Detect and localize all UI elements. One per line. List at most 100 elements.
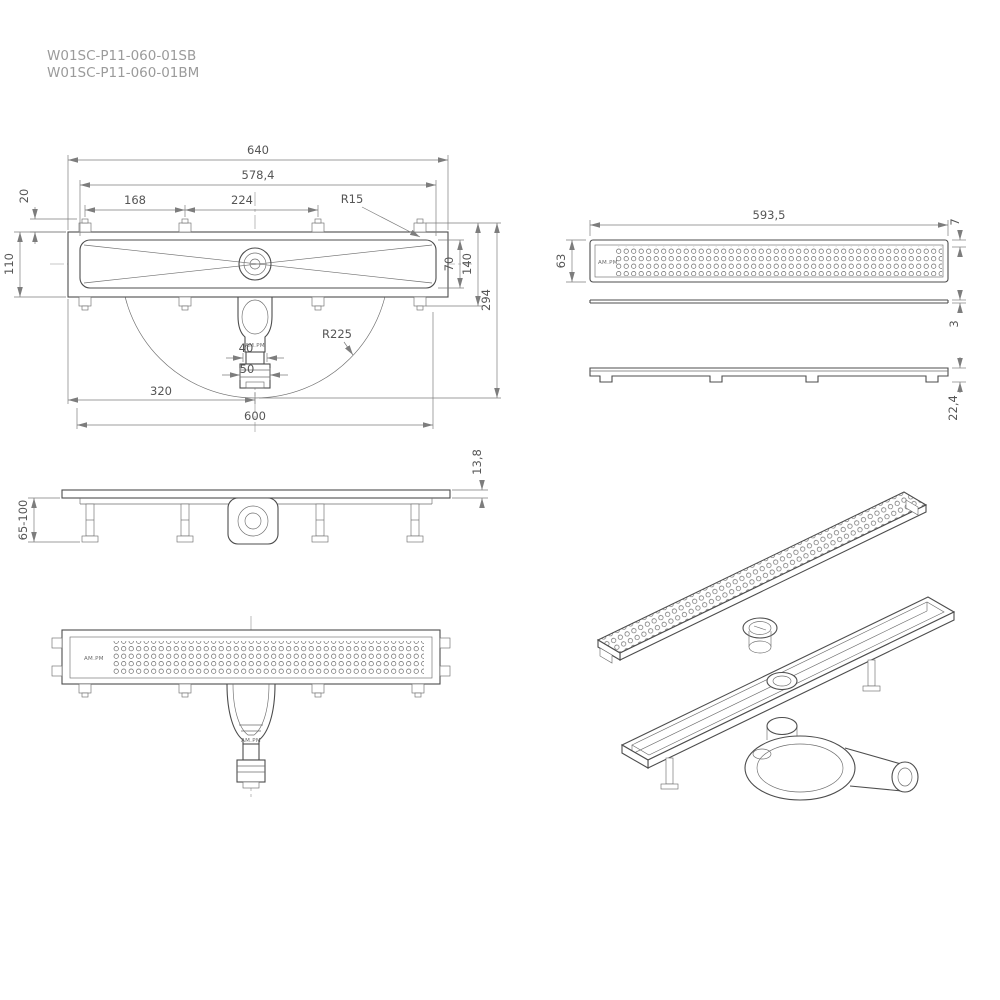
grate-frame-front [69, 636, 433, 679]
channel-opening [79, 239, 437, 289]
dim-593-5: 593,5 [589, 208, 949, 236]
leg-foot [862, 685, 881, 692]
drain-outlet-inner [249, 258, 261, 270]
bottom-clips [78, 683, 425, 698]
view-side: 65-100 13,8 [16, 449, 488, 545]
dim-50: 50 [222, 362, 288, 380]
rim-band [61, 489, 451, 499]
trap-body [744, 735, 856, 801]
trap-screw [752, 748, 772, 760]
mounting-clips-bottom [78, 296, 427, 311]
dim-600: 600 [76, 312, 434, 429]
dim-label-grate-height: 7 [948, 218, 962, 225]
front-trap: AM.PM [226, 683, 276, 789]
iso-drain-cap [742, 617, 778, 654]
view-isometric [596, 491, 956, 801]
channel-body [67, 231, 449, 298]
dim-63: 63 [554, 239, 586, 283]
brand-logo: AM.PM [84, 656, 104, 662]
dim-label-to-center: 320 [150, 384, 172, 398]
clip-tab [416, 305, 424, 311]
tray-end-face [621, 744, 649, 769]
dim-r225: R225 [322, 327, 354, 356]
dim-label-rim-height: 13,8 [470, 449, 484, 475]
diagonal-line [83, 244, 433, 284]
tray-opening [631, 601, 945, 756]
clip [311, 296, 325, 307]
dim-40: 40 [226, 341, 284, 362]
trap-circle-outer [237, 505, 269, 537]
dim-r15: R15 [341, 192, 421, 238]
profile-outline [589, 367, 949, 383]
outlet-flange [891, 761, 919, 793]
product-code-1: W01SC-P11-060-01SB [47, 48, 196, 64]
clip [178, 683, 192, 694]
dim-label-grate-thickness: 3 [947, 320, 961, 327]
dim-label-body-height: 110 [2, 253, 16, 275]
dim-label-corner-radius: R15 [341, 192, 364, 206]
dim-22-4: 22,4 [946, 357, 966, 421]
grate-edge-view [589, 299, 949, 304]
dim-168-224: 168 224 [84, 193, 319, 217]
clip-tab [414, 692, 422, 698]
dim-320: 320 [67, 299, 256, 404]
clip [439, 637, 451, 649]
trap-funnel [237, 296, 273, 353]
clip [178, 222, 192, 233]
dim-label-swivel-radius: R225 [322, 327, 352, 341]
dim-13-8: 13,8 [452, 449, 488, 508]
clip-tab [81, 218, 89, 224]
iso-siphon [744, 716, 919, 801]
clip [413, 296, 427, 307]
trap-bell-inner [232, 683, 270, 736]
outlet-flange-inner [897, 767, 913, 787]
tray-drain-hole-inner [772, 675, 792, 687]
grate-frame [589, 239, 949, 283]
iso-grate [596, 491, 928, 664]
clip-tab [181, 305, 189, 311]
clip [78, 222, 92, 233]
dim-65-100: 65-100 [16, 497, 80, 543]
riser-base [748, 640, 772, 654]
leg-foot [176, 535, 194, 543]
dim-3: 3 [947, 290, 966, 328]
clip-tab [314, 305, 322, 311]
product-code-2: W01SC-P11-060-01BM [47, 65, 199, 81]
dim-640: 640 [67, 143, 449, 230]
leg-foot [81, 535, 99, 543]
leg [176, 503, 194, 543]
leg [81, 503, 99, 543]
dim-label-total: 640 [247, 143, 269, 157]
grate-end-face [597, 639, 621, 661]
dim-label-profile-height: 22,4 [946, 395, 960, 421]
clip-tab [181, 692, 189, 698]
outlet-pipe-bottom [849, 785, 903, 792]
dim-label-support-span: 600 [244, 409, 266, 423]
brand-logo: AM.PM [598, 260, 618, 266]
clip-tab [81, 692, 89, 698]
brand-logo: AM.PM [241, 738, 261, 744]
trap-neck [242, 743, 260, 761]
grate-perforation [112, 641, 424, 674]
leg-foot [660, 783, 679, 790]
view-front: AM.PM AM.PM [51, 616, 451, 800]
tray-drain-hole [766, 671, 798, 691]
clip [78, 683, 92, 694]
clip-tab [416, 218, 424, 224]
grate-end-hook [599, 647, 613, 664]
clip [413, 222, 427, 233]
grate-profile-view [589, 367, 949, 383]
cap-inner [748, 621, 772, 635]
inlet-ring [766, 716, 798, 736]
side-clips [51, 637, 451, 677]
cap-slot [753, 625, 767, 631]
clip [311, 683, 325, 694]
dim-label-clip-left: 168 [124, 193, 146, 207]
dim-label-outer-height: 140 [460, 253, 474, 275]
outlet-tip [245, 381, 265, 389]
trap-cup [241, 299, 269, 335]
outlet-tip [242, 781, 260, 789]
view-plan: AM.PM [2, 143, 501, 432]
plan-trap: AM.PM [237, 296, 273, 389]
